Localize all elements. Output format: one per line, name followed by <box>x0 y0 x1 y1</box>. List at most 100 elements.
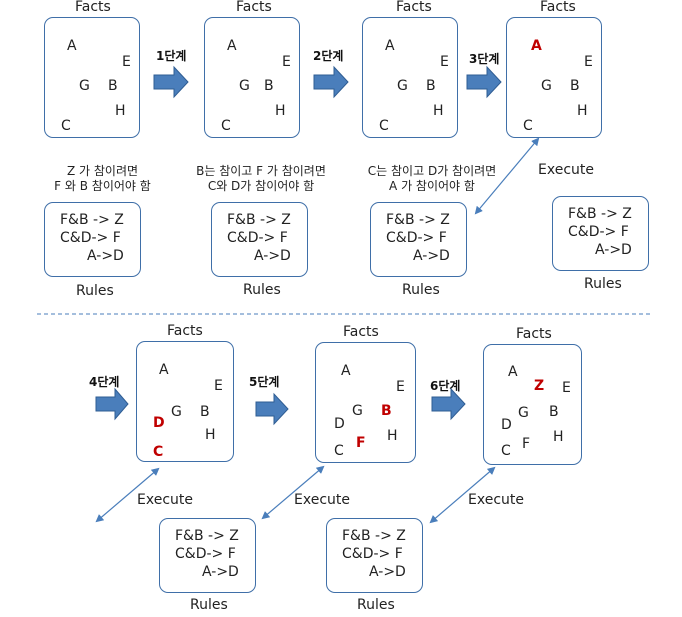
fact-z-highlighted: Z <box>534 378 545 394</box>
fact-e: E <box>562 380 571 396</box>
facts-box-6: A E D G B F H C <box>315 342 416 463</box>
fact-e: E <box>282 54 291 70</box>
step-label-1: 1단계 <box>156 49 187 63</box>
rule-line-2: C&D-> F <box>227 230 288 246</box>
note-1-line-2: F 와 B 참이어야 함 <box>54 179 151 193</box>
note-3-line-1: C는 참이고 D가 참이려면 <box>367 164 497 178</box>
rule-line-1: F&B -> Z <box>568 206 632 222</box>
fact-c-highlighted: C <box>153 444 164 460</box>
facts-caption-3: Facts <box>396 0 432 15</box>
facts-box-5: A E D G B H C <box>136 341 234 462</box>
note-3-line-2: A 가 참이어야 함 <box>389 179 475 193</box>
rule-line-2: C&D-> F <box>568 224 629 240</box>
fact-b: B <box>108 78 118 94</box>
rule-line-1: F&B -> Z <box>175 528 239 544</box>
note-1-line-1: Z 가 참이려면 <box>66 164 139 178</box>
fact-a: A <box>508 364 518 380</box>
rules-box-3: F&B -> Z C&D-> F A->D <box>370 202 467 277</box>
rule-line-2: C&D-> F <box>386 230 447 246</box>
step-label-4: 4단계 <box>89 375 120 389</box>
fact-d: D <box>334 416 345 432</box>
rule-line-1: F&B -> Z <box>342 528 406 544</box>
fact-c: C <box>523 118 533 134</box>
step-arrow-2 <box>313 65 349 99</box>
rules-box-4: F&B -> Z C&D-> F A->D <box>552 196 649 271</box>
step-label-2: 2단계 <box>313 49 344 63</box>
fact-a: A <box>385 38 395 54</box>
step-label-6: 6단계 <box>430 379 461 393</box>
facts-caption-7: Facts <box>516 326 552 342</box>
fact-b: B <box>264 78 274 94</box>
fact-d: D <box>501 417 512 433</box>
step-arrow-6 <box>431 387 466 421</box>
step-label-3: 3단계 <box>469 52 500 66</box>
fact-b: B <box>426 78 436 94</box>
rule-line-2: C&D-> F <box>342 546 403 562</box>
facts-caption-1: Facts <box>75 0 111 15</box>
fact-h: H <box>577 103 588 119</box>
fact-g: G <box>239 78 250 94</box>
fact-g: G <box>518 405 529 421</box>
execute-label-top: Execute <box>538 162 594 178</box>
note-2-line-2: C와 D가 참이어야 함 <box>207 179 315 193</box>
fact-h: H <box>205 427 216 443</box>
fact-g: G <box>79 78 90 94</box>
facts-box-7: A Z E D G B F H C <box>483 344 582 465</box>
rules-caption-4: Rules <box>584 276 622 292</box>
fact-b: B <box>200 404 210 420</box>
fact-f: F <box>522 436 531 452</box>
rule-line-3: A->D <box>254 248 291 264</box>
step-arrow-5 <box>255 392 289 426</box>
facts-box-1: A E G B H C <box>44 17 140 138</box>
facts-caption-6: Facts <box>343 324 379 340</box>
fact-h: H <box>553 429 564 445</box>
facts-caption-4: Facts <box>540 0 576 15</box>
execute-connector-top <box>474 137 540 215</box>
fact-c: C <box>221 118 231 134</box>
fact-c: C <box>501 443 511 459</box>
step-arrow-3 <box>466 65 502 99</box>
execute-connector-3 <box>429 466 496 524</box>
fact-e: E <box>440 54 449 70</box>
rules-box-1: F&B -> Z C&D-> F A->D <box>44 202 141 277</box>
facts-box-2: A E G B H C <box>204 17 300 138</box>
rule-line-3: A->D <box>369 564 406 580</box>
fact-g: G <box>541 78 552 94</box>
rule-line-3: A->D <box>202 564 239 580</box>
note-2: B는 참이고 F 가 참이려면 C와 D가 참이어야 함 <box>186 164 336 194</box>
fact-f-highlighted: F <box>356 435 366 451</box>
rule-line-1: F&B -> Z <box>227 212 291 228</box>
rules-box-6: F&B -> Z C&D-> F A->D <box>326 518 423 593</box>
fact-a: A <box>341 363 351 379</box>
fact-g: G <box>352 403 363 419</box>
fact-c: C <box>379 118 389 134</box>
rules-caption-2: Rules <box>243 282 281 298</box>
rule-line-1: F&B -> Z <box>60 212 124 228</box>
rule-line-2: C&D-> F <box>175 546 236 562</box>
fact-a-highlighted: A <box>531 38 542 54</box>
fact-b: B <box>549 404 559 420</box>
fact-a: A <box>227 38 237 54</box>
fact-e: E <box>396 379 405 395</box>
fact-a: A <box>67 38 77 54</box>
fact-e: E <box>584 54 593 70</box>
fact-h: H <box>275 103 286 119</box>
facts-box-4: A E G B H C <box>506 17 602 138</box>
fact-e: E <box>122 54 131 70</box>
fact-e: E <box>214 378 223 394</box>
note-1: Z 가 참이려면 F 와 B 참이어야 함 <box>40 164 165 194</box>
step-arrow-1 <box>153 65 189 99</box>
execute-connector-2 <box>261 465 325 520</box>
fact-g: G <box>171 404 182 420</box>
fact-a: A <box>159 362 169 378</box>
rules-caption-1: Rules <box>76 283 114 299</box>
note-2-line-1: B는 참이고 F 가 참이려면 <box>196 164 326 178</box>
rule-line-3: A->D <box>413 248 450 264</box>
rule-line-3: A->D <box>87 248 124 264</box>
fact-b: B <box>570 78 580 94</box>
facts-caption-2: Facts <box>236 0 272 15</box>
fact-d-highlighted: D <box>153 415 165 431</box>
rules-caption-3: Rules <box>402 282 440 298</box>
rule-line-2: C&D-> F <box>60 230 121 246</box>
